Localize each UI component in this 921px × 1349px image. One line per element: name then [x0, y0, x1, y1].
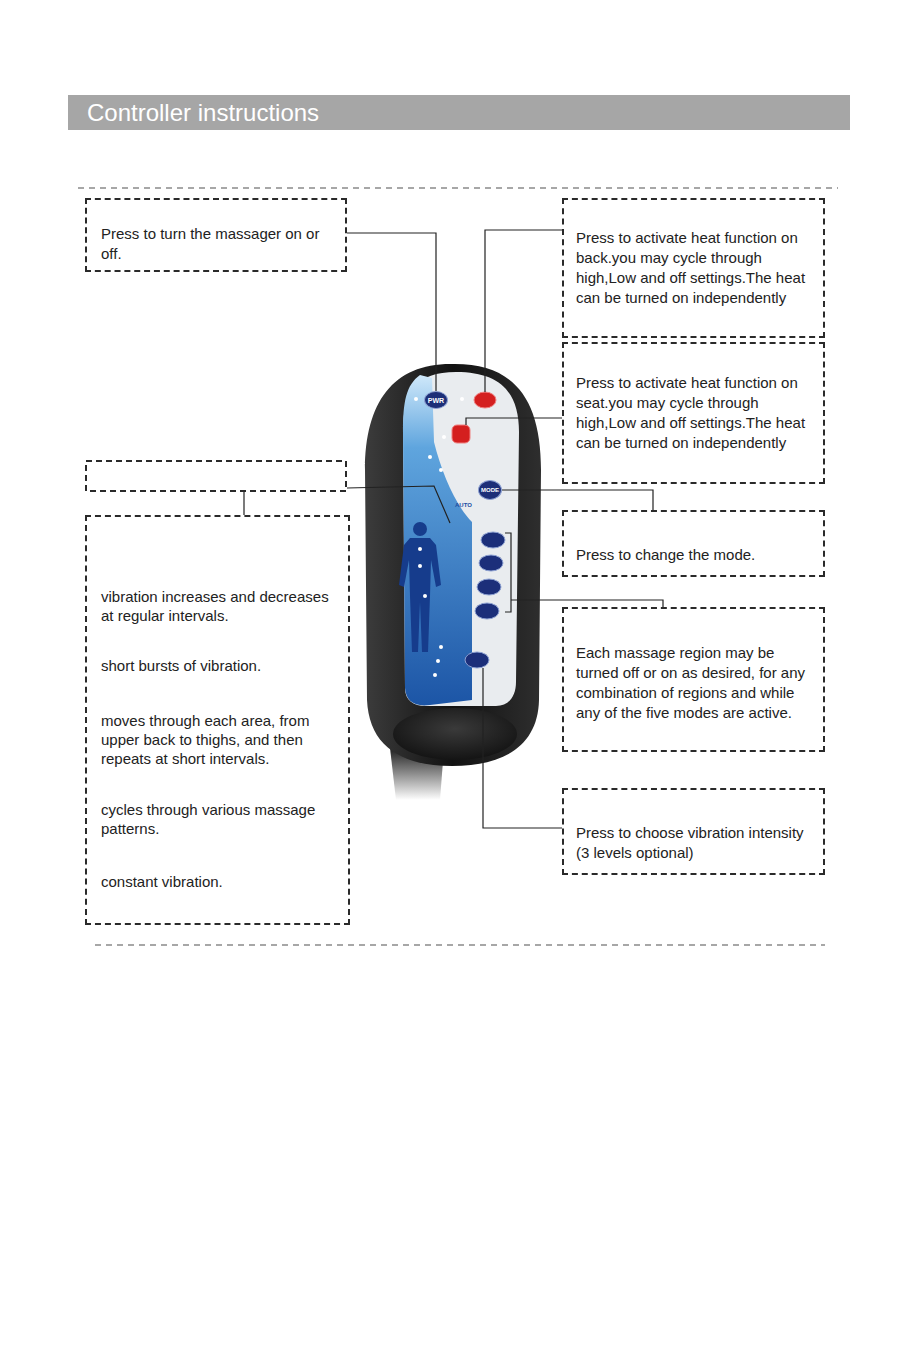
callout-box: Press to activate heat function on seat.… — [562, 342, 825, 484]
controller-body — [365, 364, 541, 766]
callout-text: Press to change the mode. — [576, 545, 815, 565]
callout-box: Press to change the mode. — [562, 510, 825, 577]
callout-box: Press to choose vibration intensity (3 l… — [562, 788, 825, 875]
callout-box: vibration increases and decreases at reg… — [85, 515, 350, 925]
title-bar: Controller instructions — [68, 95, 850, 130]
callout-box: Press to activate heat function on back.… — [562, 198, 825, 338]
callout-text: cycles through various massage patterns. — [101, 800, 340, 838]
dashed-rule — [95, 944, 825, 946]
heat-back-button — [474, 392, 496, 408]
region-buttons — [475, 532, 505, 619]
leader-line — [502, 490, 653, 510]
callout-text: Press to activate heat function on back.… — [576, 228, 815, 308]
heat-seat-button — [452, 425, 470, 443]
control-button: MODE — [478, 480, 502, 500]
callout-text: Each massage region may be turned off or… — [576, 643, 815, 723]
dashed-rule — [78, 187, 838, 189]
mode-indicator-label: AUTO — [455, 502, 472, 508]
callout-text: short bursts of vibration. — [101, 656, 340, 675]
callout-box: Each massage region may be turned off or… — [562, 607, 825, 752]
callout-box: Press to turn the massager on or off. — [85, 198, 347, 272]
intensity-button — [465, 652, 489, 668]
button-label: MODE — [481, 487, 499, 493]
callout-text: constant vibration. — [101, 872, 340, 891]
leader-lines — [244, 230, 663, 828]
empty-callout-box — [86, 461, 346, 491]
callout-text: moves through each area, from upper back… — [101, 711, 340, 768]
callout-text: Press to turn the massager on or off. — [101, 224, 335, 264]
callout-text: Press to activate heat function on seat.… — [576, 373, 815, 453]
thumb-rest — [393, 708, 517, 760]
title: Controller instructions — [87, 95, 850, 130]
button-label: PWR — [428, 397, 444, 404]
leader-line — [347, 233, 436, 391]
control-button: PWR — [424, 391, 448, 409]
body-figure — [399, 538, 441, 652]
callout-text: Press to choose vibration intensity (3 l… — [576, 823, 815, 863]
body-figure — [413, 522, 427, 536]
callout-text: vibration increases and decreases at reg… — [101, 587, 340, 625]
